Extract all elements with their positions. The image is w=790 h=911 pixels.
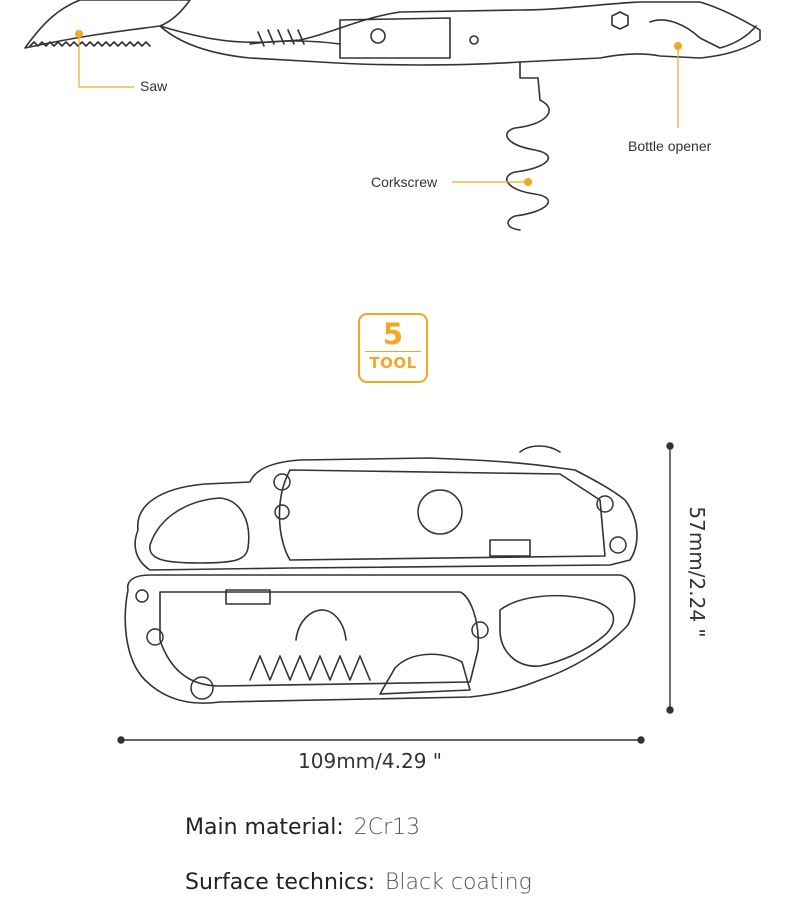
bottle-opener-label: Bottle opener bbox=[628, 138, 712, 154]
body-rivet-hex bbox=[611, 11, 629, 30]
saw-teeth bbox=[29, 41, 151, 47]
tool-body bbox=[159, 1, 761, 66]
corkscrew-callout-dot bbox=[524, 178, 532, 186]
folded-lower-inner bbox=[159, 591, 480, 687]
folded-rivet-3 bbox=[417, 489, 463, 535]
bottle-opener-callout bbox=[674, 42, 682, 128]
folded-upper-tab bbox=[519, 445, 561, 453]
width-dimension-end-right bbox=[637, 736, 645, 744]
folded-rivet-1 bbox=[273, 473, 291, 491]
folded-rivet-5 bbox=[609, 536, 627, 554]
saw-callout bbox=[75, 30, 134, 88]
folded-rivet-4 bbox=[596, 495, 614, 513]
surface-spec-label: Surface technics: bbox=[185, 870, 376, 895]
body-rivet-small bbox=[469, 35, 479, 45]
tool-count-word: TOOL bbox=[369, 354, 417, 372]
height-dimension-label: 57mm/2.24 " bbox=[685, 506, 709, 638]
body-rivet bbox=[370, 28, 386, 44]
folded-rivet-9 bbox=[190, 676, 214, 700]
material-spec-label: Main material: bbox=[185, 815, 344, 840]
corkscrew-label: Corkscrew bbox=[371, 174, 438, 190]
saw-callout-dot bbox=[75, 30, 83, 38]
body-inner-panel bbox=[339, 17, 451, 59]
folded-upper-inner bbox=[278, 469, 606, 561]
height-dimension-end-bottom bbox=[666, 706, 674, 714]
folded-upper-clip bbox=[149, 497, 250, 564]
folded-upper-body bbox=[134, 457, 638, 571]
material-spec-value: 2Cr13 bbox=[353, 815, 421, 840]
bottle-opener-jaw bbox=[649, 19, 757, 49]
folded-lower-clip bbox=[499, 594, 615, 667]
tool-count-number: 5 bbox=[382, 317, 404, 351]
folded-rivet-8 bbox=[471, 621, 489, 639]
folded-corkscrew-spiral bbox=[249, 655, 371, 681]
height-dimension-end-top bbox=[666, 442, 674, 450]
width-dimension-label: 109mm/4.29 " bbox=[298, 749, 442, 773]
saw-label: Saw bbox=[140, 78, 168, 94]
folded-lower-body bbox=[124, 574, 636, 704]
folded-upper-slot bbox=[489, 539, 531, 557]
folded-lower-opener bbox=[379, 653, 471, 695]
surface-spec-value: Black coating bbox=[385, 870, 532, 895]
bottle-opener-callout-dot bbox=[674, 42, 682, 50]
grip-ridges bbox=[257, 29, 305, 47]
tool-open-illustration bbox=[24, 0, 761, 231]
badge-divider bbox=[365, 351, 421, 352]
saw-blade bbox=[24, 0, 191, 49]
folded-lower-slot bbox=[225, 589, 271, 605]
surface-spec: Surface technics: Black coating bbox=[185, 870, 532, 895]
folded-rivet-6 bbox=[135, 589, 149, 603]
corkscrew-shaft bbox=[519, 61, 541, 101]
width-dimension-end-left bbox=[117, 736, 125, 744]
tool-count-badge: 5 TOOL bbox=[358, 313, 428, 383]
body-inner-edge bbox=[249, 40, 341, 45]
corkscrew-callout bbox=[452, 178, 532, 186]
material-spec: Main material: 2Cr13 bbox=[185, 815, 420, 840]
folded-rivet-2 bbox=[274, 504, 290, 520]
folded-lower-arch bbox=[295, 609, 347, 641]
corkscrew-spiral bbox=[506, 99, 550, 231]
folded-rivet-7 bbox=[146, 628, 164, 646]
